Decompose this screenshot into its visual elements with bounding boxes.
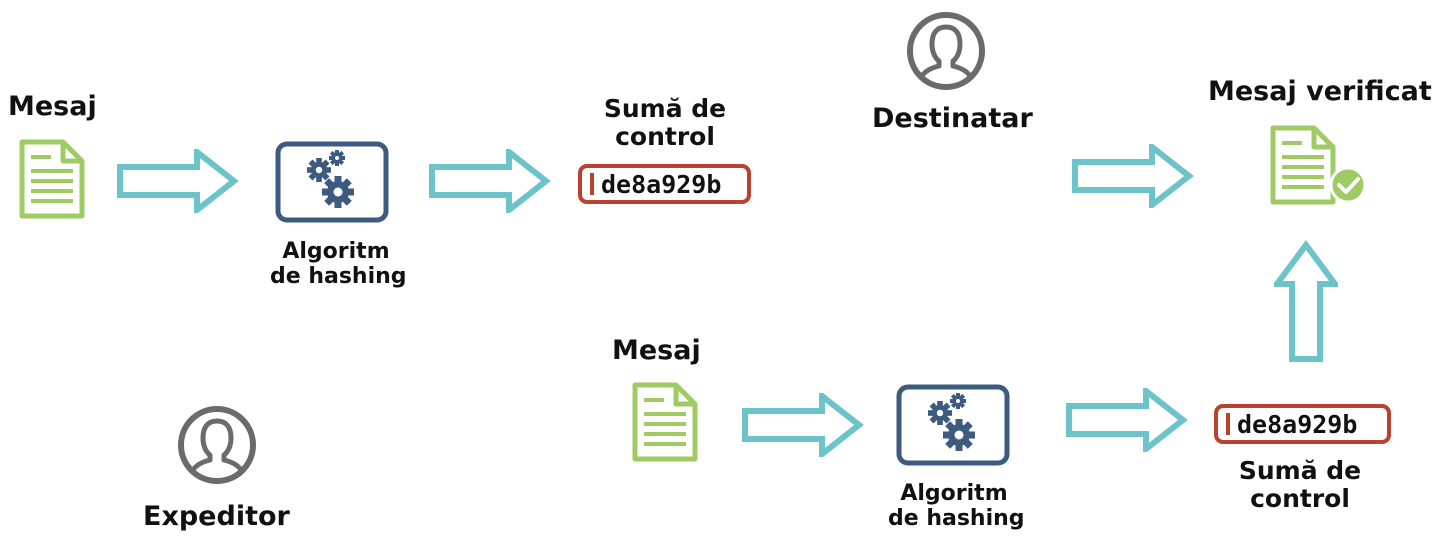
cursor-mark [1226,413,1230,435]
arrow-up-icon [1274,240,1338,364]
sender-checksum-box: de8a929b [578,164,751,204]
algorithm-label-line2: de hashing [888,505,1025,531]
arrow-right-icon [1070,144,1194,208]
algorithm-label-line1: Algoritm [282,239,390,264]
verified-message-label: Mesaj verificat [1208,76,1432,107]
algorithm-gears-icon [896,384,1010,466]
document-check-icon [1268,123,1367,207]
receiver-message-label: Mesaj [612,335,701,366]
receiver-label: Destinatar [872,103,1033,134]
algorithm-label-line2: de hashing [270,263,407,289]
document-icon [630,380,700,464]
arrow-right-icon [1064,388,1188,452]
receiver-checksum-label: Sumă de control [1230,457,1370,513]
receiver-checksum-value: de8a929b [1237,409,1358,439]
arrow-right-icon [115,149,239,213]
checksum-label-line2: control [1250,484,1350,513]
sender-checksum-label: Sumă de control [595,95,735,151]
sender-algorithm-label: Algoritm de hashing [270,239,407,289]
checksum-label-line1: Sumă de [1238,456,1362,485]
person-icon [905,10,987,92]
person-icon [176,404,258,486]
cursor-mark [590,173,594,195]
document-icon [17,137,87,221]
checksum-label-line1: Sumă de [603,94,727,123]
sender-checksum-value: de8a929b [601,169,722,199]
algorithm-label-line1: Algoritm [900,481,1008,506]
checksum-label-line2: control [615,122,715,151]
arrow-right-icon [427,149,551,213]
algorithm-gears-icon [275,141,389,223]
sender-label: Expeditor [143,501,290,532]
receiver-checksum-box: de8a929b [1214,404,1391,444]
arrow-right-icon [740,393,864,457]
sender-message-label: Mesaj [8,91,97,122]
receiver-algorithm-label: Algoritm de hashing [888,481,1025,531]
